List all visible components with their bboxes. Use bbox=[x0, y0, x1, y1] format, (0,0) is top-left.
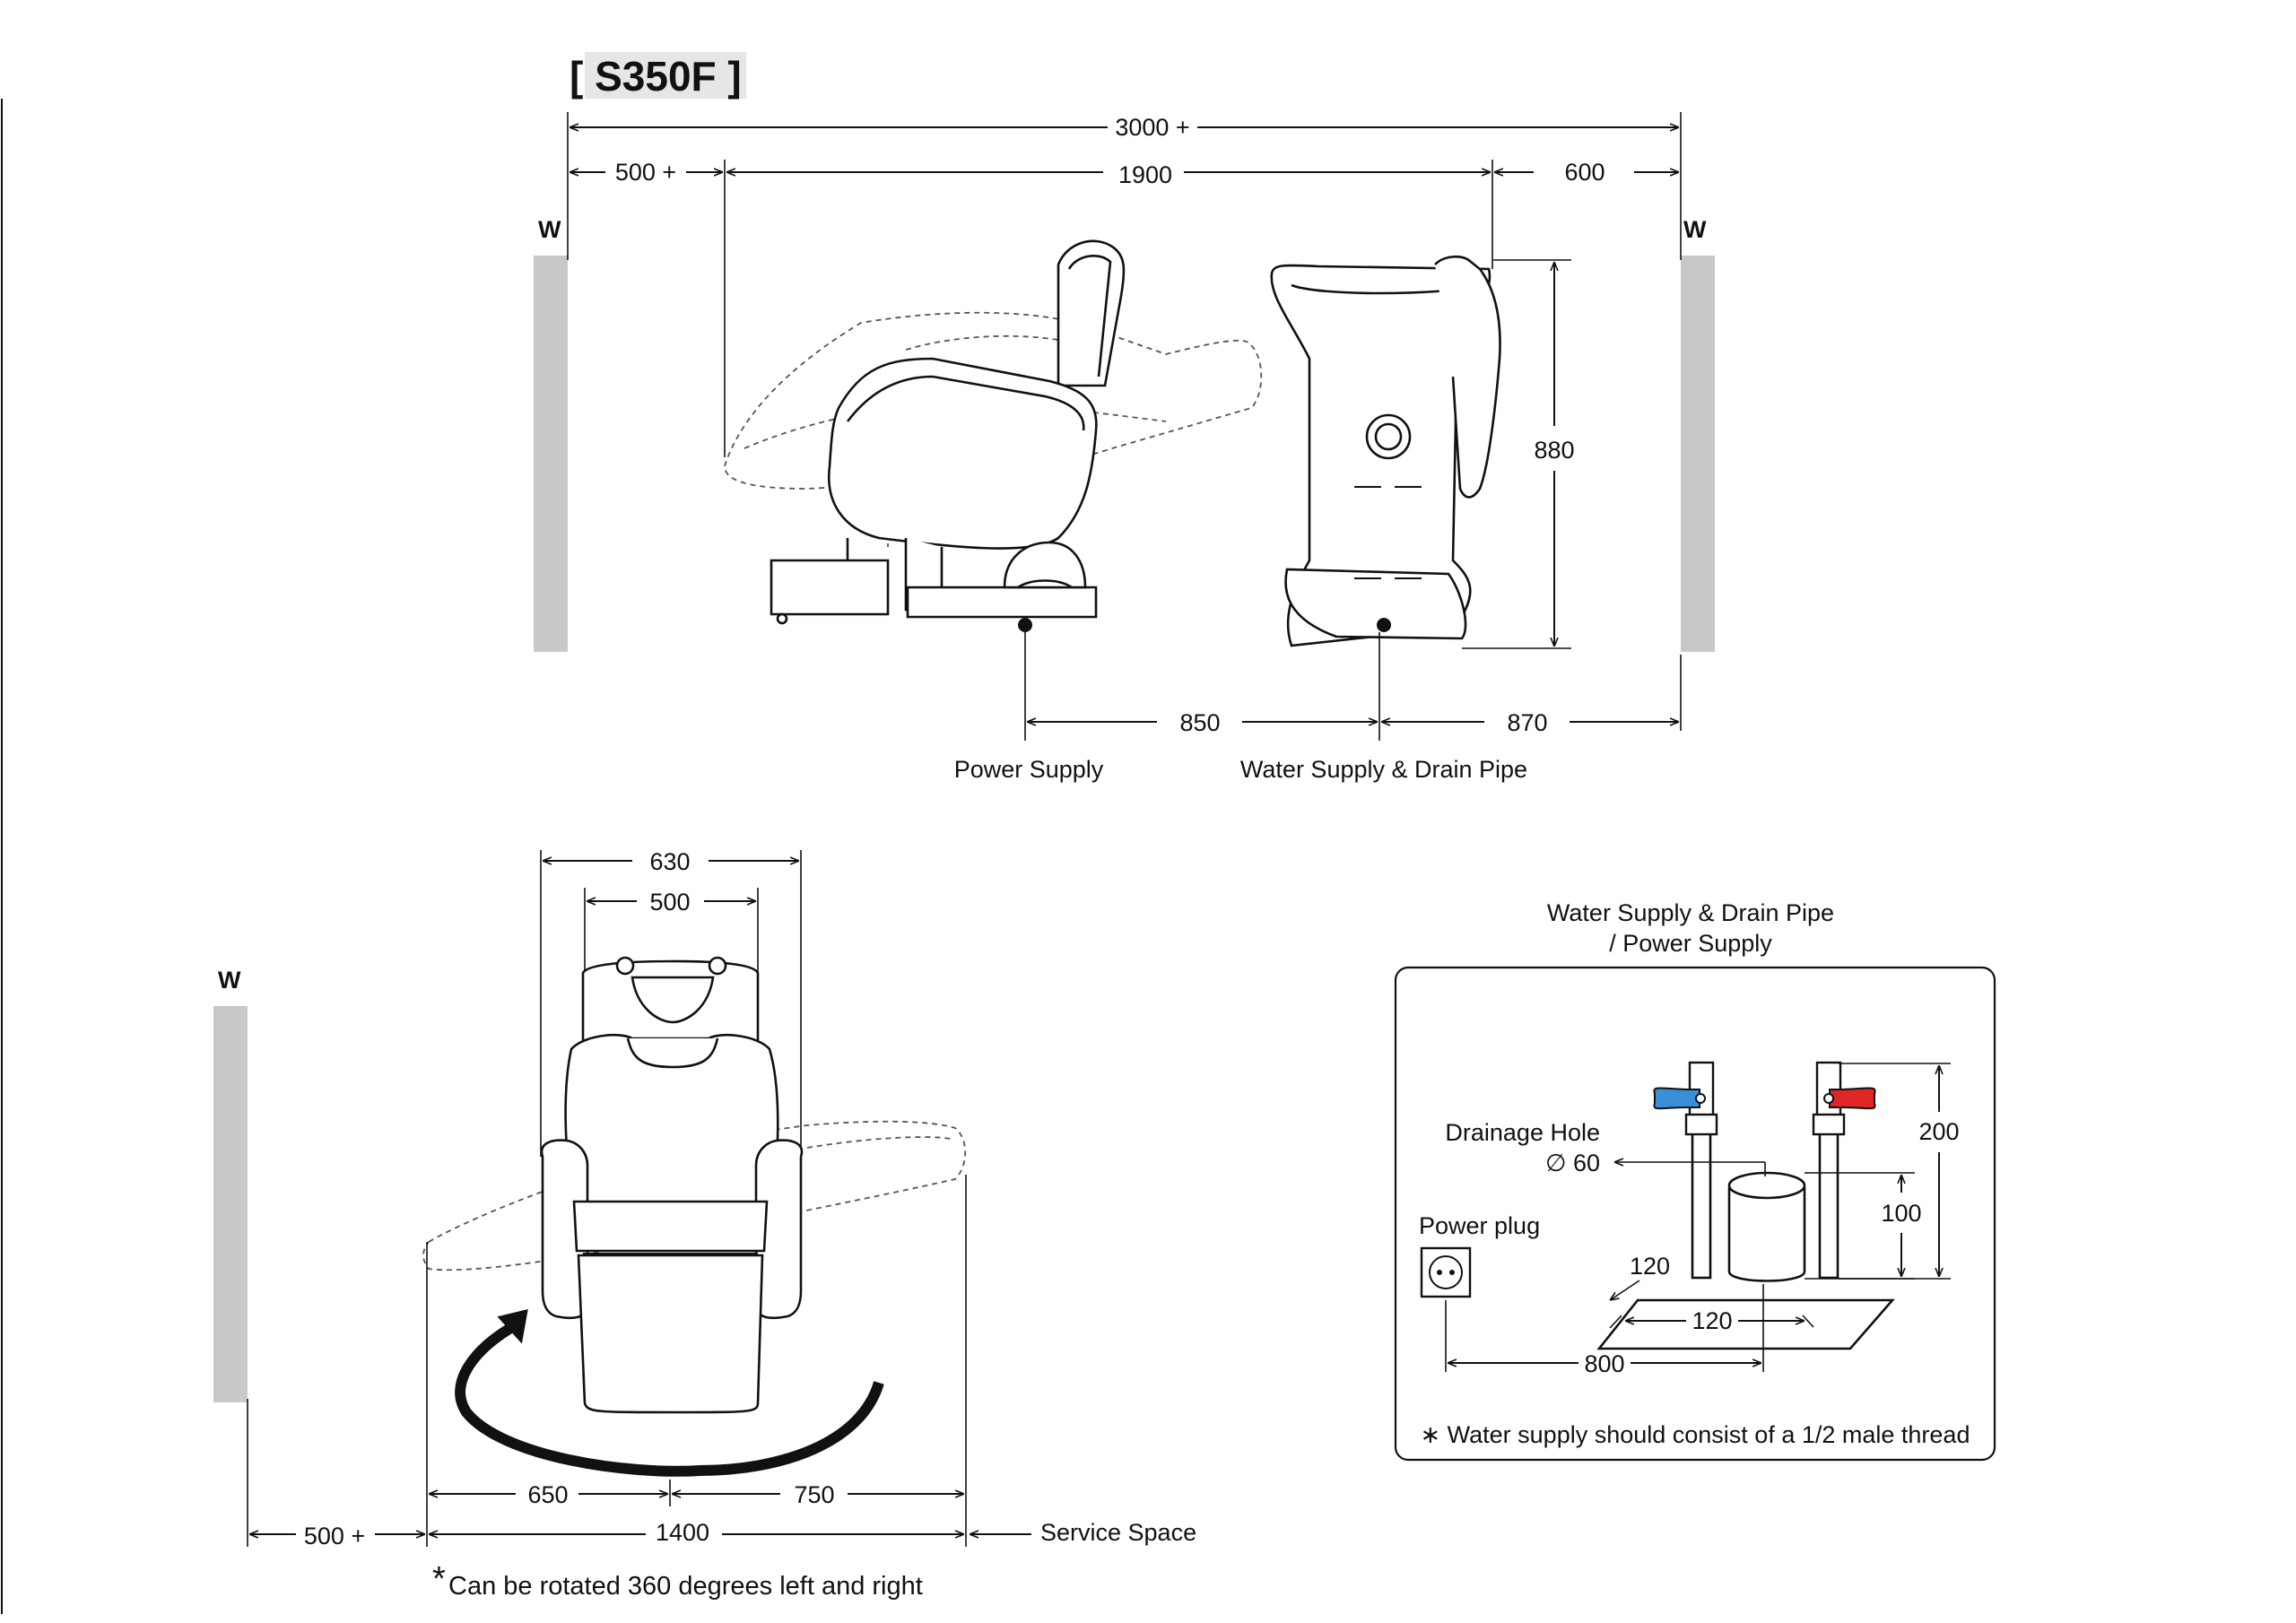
chair-pump-housing bbox=[1003, 541, 1087, 589]
dim-height: 880 bbox=[1534, 437, 1574, 464]
hot-pipe bbox=[1818, 1115, 1839, 1280]
dim-basin-clearance: 600 bbox=[1564, 159, 1605, 186]
label-power-plug: Power plug bbox=[1419, 1212, 1540, 1239]
dim-right-swing: 750 bbox=[794, 1481, 834, 1508]
chair-backrest bbox=[1057, 239, 1126, 387]
dim-overall: 3000 + bbox=[1115, 114, 1189, 141]
label-service-space: Service Space bbox=[1040, 1519, 1196, 1546]
dim-outer-width: 630 bbox=[649, 848, 690, 875]
wall-label-right: W bbox=[1683, 216, 1707, 243]
wall-left bbox=[534, 256, 568, 652]
dim-total-swing: 1400 bbox=[656, 1519, 709, 1546]
basin-hose bbox=[1434, 256, 1501, 499]
dim-left-swing: 650 bbox=[527, 1481, 568, 1508]
dim-pipe-height: 200 bbox=[1918, 1118, 1959, 1145]
label-drainage-hole: Drainage Hole bbox=[1445, 1119, 1600, 1146]
dim-wall-clearance: 500 + bbox=[304, 1523, 365, 1549]
floor-pad bbox=[1596, 1298, 1895, 1350]
label-water-supply: Water Supply & Drain Pipe bbox=[1240, 756, 1527, 783]
title-highlight bbox=[585, 52, 746, 99]
dim-water-to-wall: 870 bbox=[1507, 709, 1547, 736]
chair-reclined-top-outline bbox=[422, 1120, 967, 1271]
water-supply-point bbox=[1377, 618, 1391, 632]
dim-drain-height: 100 bbox=[1881, 1200, 1921, 1227]
cold-pipe bbox=[1691, 1115, 1712, 1280]
top-view: W 630 500 bbox=[213, 848, 1196, 1601]
hot-valve-handle bbox=[1829, 1087, 1876, 1110]
detail-title-line1: Water Supply & Drain Pipe bbox=[1547, 899, 1834, 926]
chair-seat-top bbox=[572, 1200, 769, 1253]
wall-bottom-left bbox=[213, 1006, 248, 1402]
label-power-supply: Power Supply bbox=[954, 756, 1104, 783]
model-title: [ S350F ] bbox=[570, 53, 742, 100]
wall-label-bottom: W bbox=[218, 967, 241, 994]
cold-valve-handle bbox=[1653, 1087, 1700, 1110]
chair-base-plate bbox=[906, 586, 1098, 619]
chair-backrest-top bbox=[564, 1033, 779, 1208]
chair-footrest bbox=[770, 559, 890, 616]
chair-seat bbox=[827, 357, 1098, 550]
wall-right bbox=[1681, 256, 1715, 652]
dim-chair-length: 1900 bbox=[1118, 161, 1172, 188]
rotation-note-mark: * bbox=[432, 1560, 446, 1598]
rotation-note: Can be rotated 360 degrees left and righ… bbox=[448, 1572, 923, 1601]
dim-pad-width: 120 bbox=[1692, 1307, 1732, 1334]
dim-left-clearance: 500 + bbox=[615, 159, 676, 186]
basin-control-knob bbox=[1365, 413, 1412, 460]
wall-label-left: W bbox=[538, 216, 561, 243]
dim-power-to-water: 850 bbox=[1179, 709, 1220, 736]
rotation-arrow bbox=[455, 1318, 884, 1477]
detail-title-line2: / Power Supply bbox=[1609, 930, 1772, 957]
drain-hole-cylinder bbox=[1727, 1187, 1806, 1282]
label-drain-size: ∅ 60 bbox=[1545, 1150, 1600, 1176]
detail-note: ∗ Water supply should consist of a 1/2 m… bbox=[1421, 1421, 1970, 1448]
dim-inner-width: 500 bbox=[649, 889, 690, 916]
dim-pad-depth: 120 bbox=[1630, 1253, 1670, 1280]
utility-detail: Water Supply & Drain Pipe / Power Supply… bbox=[1394, 899, 1996, 1462]
chair-legrest-top bbox=[577, 1254, 764, 1414]
side-view: W W 3000 + 500 + 1900 600 bbox=[534, 112, 1715, 783]
power-supply-point bbox=[1018, 618, 1032, 632]
dim-plug-offset: 800 bbox=[1584, 1350, 1624, 1377]
